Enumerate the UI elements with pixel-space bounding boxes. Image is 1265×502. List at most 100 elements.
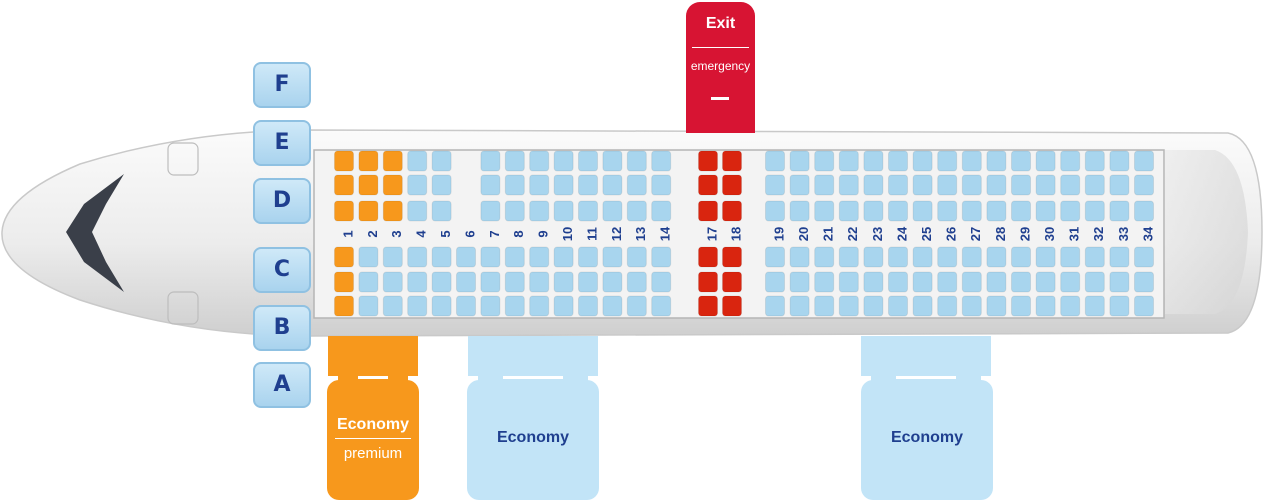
seat-24B[interactable]: [888, 271, 908, 293]
seat-25F[interactable]: [912, 150, 933, 172]
seat-10D[interactable]: [553, 200, 574, 222]
seat-19F[interactable]: [765, 150, 785, 172]
seat-17B[interactable]: [698, 271, 718, 293]
seat-23B[interactable]: [863, 271, 884, 293]
seat-17F[interactable]: [698, 150, 718, 172]
seat-23A[interactable]: [863, 295, 884, 317]
seat-21D[interactable]: [814, 200, 835, 222]
seat-34C[interactable]: [1134, 246, 1154, 268]
seat-10F[interactable]: [553, 150, 574, 172]
seat-2F[interactable]: [358, 150, 379, 172]
seat-3D[interactable]: [382, 200, 403, 222]
seat-19E[interactable]: [765, 174, 785, 196]
seat-4E[interactable]: [407, 174, 428, 196]
seat-2C[interactable]: [358, 246, 379, 268]
seat-8F[interactable]: [504, 150, 525, 172]
seat-30B[interactable]: [1035, 271, 1056, 293]
seat-31A[interactable]: [1060, 295, 1081, 317]
seat-12C[interactable]: [602, 246, 623, 268]
seat-6B[interactable]: [456, 271, 476, 293]
seat-3F[interactable]: [382, 150, 403, 172]
seat-8E[interactable]: [504, 174, 525, 196]
seat-2E[interactable]: [358, 174, 379, 196]
seat-9E[interactable]: [529, 174, 550, 196]
seat-21A[interactable]: [814, 295, 835, 317]
seat-22D[interactable]: [838, 200, 859, 222]
seat-26D[interactable]: [937, 200, 958, 222]
seat-14E[interactable]: [651, 174, 672, 196]
seat-34F[interactable]: [1134, 150, 1154, 172]
seat-17A[interactable]: [698, 295, 718, 317]
seat-29A[interactable]: [1011, 295, 1031, 317]
seat-33E[interactable]: [1109, 174, 1130, 196]
seat-23D[interactable]: [863, 200, 884, 222]
seat-12D[interactable]: [602, 200, 623, 222]
seat-18F[interactable]: [722, 150, 742, 172]
seat-33D[interactable]: [1109, 200, 1130, 222]
seat-8D[interactable]: [504, 200, 525, 222]
seat-14F[interactable]: [651, 150, 672, 172]
seat-11E[interactable]: [578, 174, 598, 196]
seat-2B[interactable]: [358, 271, 379, 293]
seat-24E[interactable]: [888, 174, 908, 196]
seat-9B[interactable]: [529, 271, 550, 293]
seat-4F[interactable]: [407, 150, 428, 172]
seat-7E[interactable]: [480, 174, 501, 196]
seat-25B[interactable]: [912, 271, 933, 293]
seat-2D[interactable]: [358, 200, 379, 222]
seat-11A[interactable]: [578, 295, 598, 317]
seat-18D[interactable]: [722, 200, 742, 222]
seat-29B[interactable]: [1011, 271, 1031, 293]
seat-31E[interactable]: [1060, 174, 1081, 196]
seat-33B[interactable]: [1109, 271, 1130, 293]
seat-29F[interactable]: [1011, 150, 1031, 172]
seat-20C[interactable]: [789, 246, 810, 268]
seat-10C[interactable]: [553, 246, 574, 268]
seat-31F[interactable]: [1060, 150, 1081, 172]
seat-1F[interactable]: [334, 150, 354, 172]
seat-23E[interactable]: [863, 174, 884, 196]
seat-27D[interactable]: [961, 200, 982, 222]
seat-30D[interactable]: [1035, 200, 1056, 222]
seat-11D[interactable]: [578, 200, 598, 222]
seat-9F[interactable]: [529, 150, 550, 172]
seat-11B[interactable]: [578, 271, 598, 293]
seat-32C[interactable]: [1084, 246, 1105, 268]
seat-4A[interactable]: [407, 295, 428, 317]
seat-9A[interactable]: [529, 295, 550, 317]
seat-8C[interactable]: [504, 246, 525, 268]
seat-18B[interactable]: [722, 271, 742, 293]
seat-18A[interactable]: [722, 295, 742, 317]
seat-22C[interactable]: [838, 246, 859, 268]
seat-5B[interactable]: [431, 271, 452, 293]
seat-24A[interactable]: [888, 295, 908, 317]
seat-13D[interactable]: [626, 200, 647, 222]
seat-14C[interactable]: [651, 246, 672, 268]
seat-25E[interactable]: [912, 174, 933, 196]
seat-31B[interactable]: [1060, 271, 1081, 293]
seat-13F[interactable]: [626, 150, 647, 172]
seat-11F[interactable]: [578, 150, 598, 172]
seat-5A[interactable]: [431, 295, 452, 317]
seat-31D[interactable]: [1060, 200, 1081, 222]
seat-10A[interactable]: [553, 295, 574, 317]
seat-3E[interactable]: [382, 174, 403, 196]
seat-14A[interactable]: [651, 295, 672, 317]
seat-28C[interactable]: [986, 246, 1007, 268]
seat-33A[interactable]: [1109, 295, 1130, 317]
seat-2A[interactable]: [358, 295, 379, 317]
seat-32F[interactable]: [1084, 150, 1105, 172]
seat-19B[interactable]: [765, 271, 785, 293]
seat-5C[interactable]: [431, 246, 452, 268]
seat-26F[interactable]: [937, 150, 958, 172]
seat-14B[interactable]: [651, 271, 672, 293]
seat-30A[interactable]: [1035, 295, 1056, 317]
seat-28E[interactable]: [986, 174, 1007, 196]
seat-1B[interactable]: [334, 271, 354, 293]
seat-5E[interactable]: [431, 174, 452, 196]
seat-4B[interactable]: [407, 271, 428, 293]
seat-7D[interactable]: [480, 200, 501, 222]
seat-20A[interactable]: [789, 295, 810, 317]
seat-20E[interactable]: [789, 174, 810, 196]
seat-12A[interactable]: [602, 295, 623, 317]
